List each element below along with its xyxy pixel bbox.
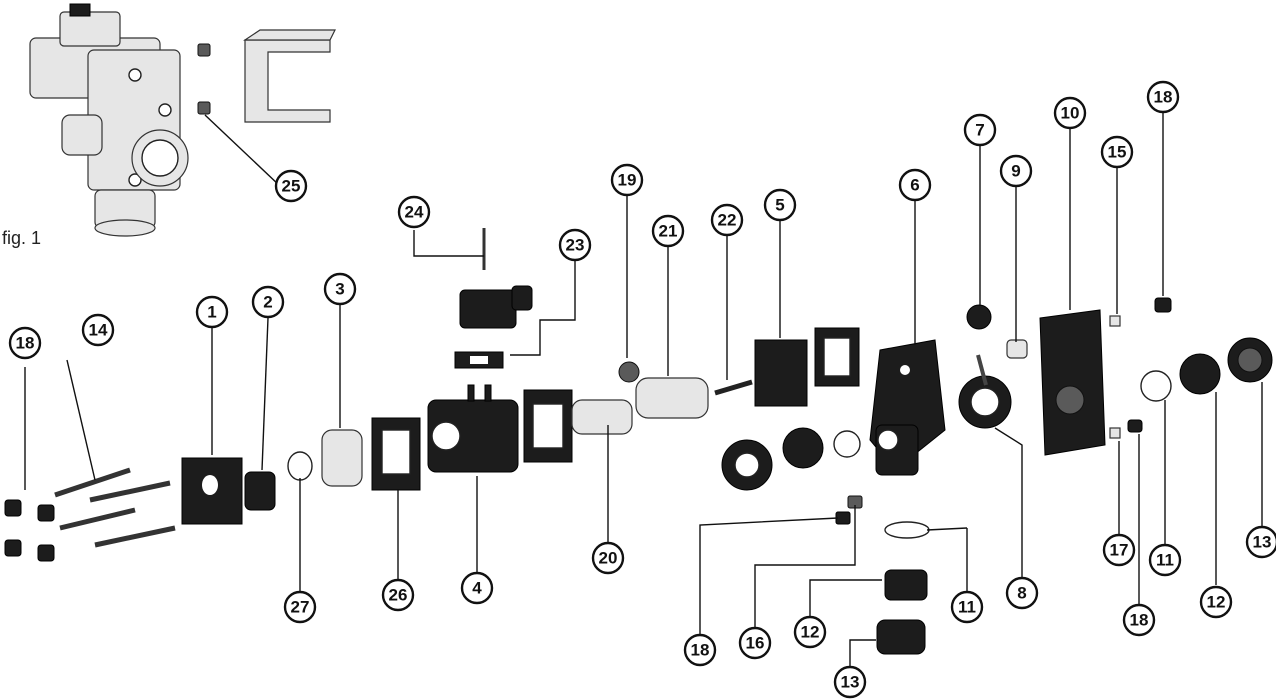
svg-text:7: 7 bbox=[975, 121, 984, 140]
svg-text:9: 9 bbox=[1011, 162, 1020, 181]
svg-text:19: 19 bbox=[618, 171, 637, 190]
callout-21: 21 bbox=[651, 214, 685, 248]
assembled-valve-illustration bbox=[29, 3, 189, 237]
callout-19: 19 bbox=[610, 163, 644, 197]
connector-illustration bbox=[454, 228, 533, 369]
callout-20: 20 bbox=[591, 541, 625, 575]
svg-text:12: 12 bbox=[801, 623, 820, 642]
cover-plate-illustration bbox=[1039, 309, 1106, 456]
figure-label: fig. 1 bbox=[2, 228, 42, 248]
callout-18-left: 18 bbox=[8, 326, 42, 360]
svg-text:13: 13 bbox=[1253, 533, 1272, 552]
callout-13-right: 13 bbox=[1245, 525, 1276, 559]
callout-18-top: 18 bbox=[1146, 80, 1180, 114]
svg-text:14: 14 bbox=[89, 321, 108, 340]
svg-text:27: 27 bbox=[291, 598, 310, 617]
valve-body-illustration bbox=[869, 339, 946, 476]
svg-text:18: 18 bbox=[691, 641, 710, 660]
svg-text:15: 15 bbox=[1108, 143, 1127, 162]
svg-text:21: 21 bbox=[659, 222, 678, 241]
callout-14: 14 bbox=[81, 313, 115, 347]
callout-25: 25 bbox=[274, 169, 308, 203]
callout-26: 26 bbox=[381, 578, 415, 612]
callout-8: 8 bbox=[1005, 576, 1039, 610]
svg-text:23: 23 bbox=[566, 236, 585, 255]
coil-illustration bbox=[427, 384, 519, 473]
svg-text:24: 24 bbox=[405, 203, 424, 222]
callout-11-right: 11 bbox=[1148, 543, 1182, 577]
svg-text:22: 22 bbox=[718, 211, 737, 230]
bolts-and-nuts-illustration bbox=[4, 467, 176, 562]
callout-13-lower: 13 bbox=[833, 665, 867, 699]
callout-3: 3 bbox=[323, 272, 357, 306]
callout-1: 1 bbox=[195, 295, 229, 329]
svg-text:8: 8 bbox=[1017, 584, 1026, 603]
svg-text:3: 3 bbox=[335, 280, 344, 299]
callout-4: 4 bbox=[460, 571, 494, 605]
callout-7: 7 bbox=[963, 113, 997, 147]
callout-6: 6 bbox=[898, 168, 932, 202]
callout-18-lower: 18 bbox=[683, 633, 717, 667]
svg-text:26: 26 bbox=[389, 586, 408, 605]
svg-text:18: 18 bbox=[1154, 88, 1173, 107]
callout-12-right: 12 bbox=[1199, 585, 1233, 619]
svg-text:11: 11 bbox=[1156, 551, 1174, 570]
svg-text:25: 25 bbox=[282, 177, 301, 196]
svg-text:1: 1 bbox=[207, 303, 216, 322]
callout-5: 5 bbox=[763, 188, 797, 222]
callout-15: 15 bbox=[1100, 135, 1134, 169]
callout-10: 10 bbox=[1053, 96, 1087, 130]
svg-text:18: 18 bbox=[16, 334, 35, 353]
callout-23: 23 bbox=[558, 228, 592, 262]
svg-text:11: 11 bbox=[958, 598, 976, 617]
callout-27: 27 bbox=[283, 590, 317, 624]
callout-22: 22 bbox=[710, 203, 744, 237]
bracket-illustration bbox=[197, 29, 336, 123]
svg-text:2: 2 bbox=[263, 293, 272, 312]
callout-17: 17 bbox=[1102, 533, 1136, 567]
callout-11-lower: 11 bbox=[950, 590, 984, 624]
svg-text:6: 6 bbox=[910, 176, 919, 195]
svg-text:4: 4 bbox=[472, 579, 482, 598]
tube-plunger-illustration bbox=[571, 361, 753, 435]
svg-text:18: 18 bbox=[1130, 611, 1149, 630]
callout-9: 9 bbox=[999, 154, 1033, 188]
svg-text:17: 17 bbox=[1110, 541, 1129, 560]
callout-12-lower: 12 bbox=[793, 615, 827, 649]
svg-text:5: 5 bbox=[775, 196, 784, 215]
callout-24: 24 bbox=[397, 195, 431, 229]
left-parts-illustration bbox=[181, 417, 421, 525]
svg-text:10: 10 bbox=[1061, 104, 1080, 123]
callout-16: 16 bbox=[738, 626, 772, 660]
callout-18-right: 18 bbox=[1122, 603, 1156, 637]
svg-text:16: 16 bbox=[746, 634, 765, 653]
svg-text:13: 13 bbox=[841, 673, 860, 692]
svg-text:12: 12 bbox=[1207, 593, 1226, 612]
callout-2: 2 bbox=[251, 285, 285, 319]
svg-text:20: 20 bbox=[599, 549, 618, 568]
